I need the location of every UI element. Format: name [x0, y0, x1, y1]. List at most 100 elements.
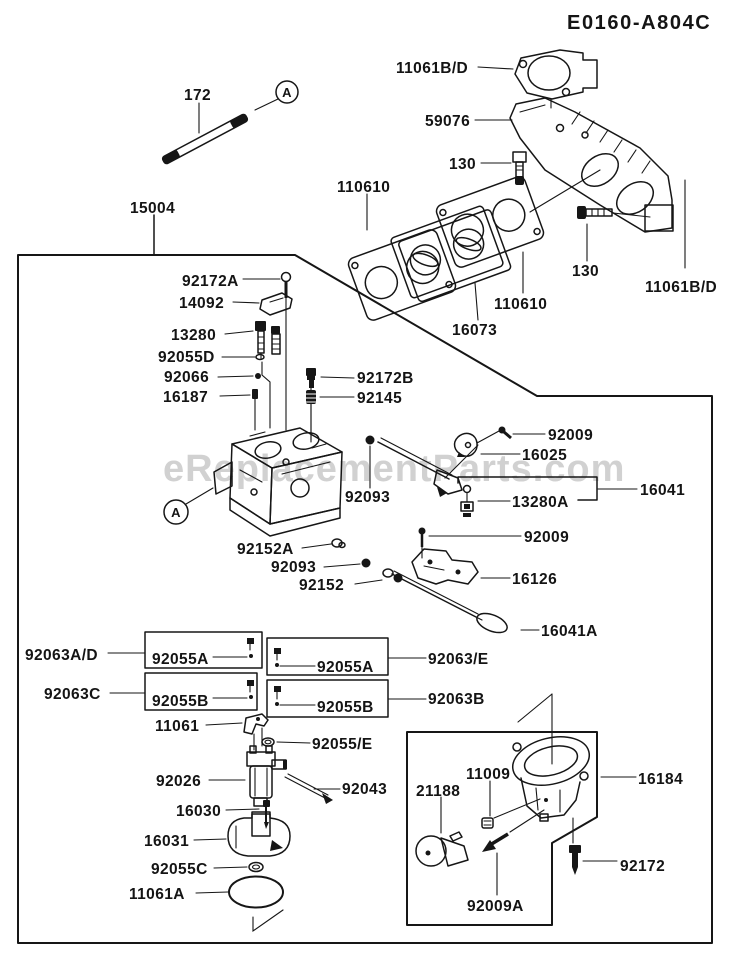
label-11061: 11061 [155, 718, 199, 735]
manifold-59076 [474, 97, 674, 233]
label-59076: 59076 [425, 113, 470, 130]
gasket-11061bd-top [477, 49, 598, 109]
rod-92043 [284, 773, 341, 804]
jet-box-92063b [266, 679, 427, 718]
solenoid-21188 [415, 796, 469, 867]
label-110610-mid: 110610 [494, 296, 547, 313]
label-92093-b: 92093 [271, 559, 316, 576]
watermark: eReplacementParts.com [163, 448, 625, 490]
label-92063ad: 92063A/D [25, 647, 98, 664]
label-92172b: 92172B [357, 370, 414, 387]
label-92009-b: 92009 [524, 529, 569, 546]
label-92055b-2: 92055B [317, 699, 374, 716]
label-13280: 13280 [171, 327, 216, 344]
label-92063e: 92063/E [428, 651, 489, 668]
assembly-line-gasket-manifold [529, 169, 601, 213]
label-92055a-1: 92055A [152, 651, 209, 668]
label-92093-a: 92093 [345, 489, 390, 506]
label-16187: 16187 [163, 389, 208, 406]
label-172: 172 [184, 87, 211, 104]
label-15004: 15004 [130, 200, 175, 217]
rod-92093-group [365, 435, 479, 497]
rod-16041a [391, 570, 540, 634]
leader-16073 [474, 282, 479, 321]
label-130-right: 130 [572, 263, 599, 280]
page-title: E0160-A804C [567, 12, 711, 34]
label-130-top: 130 [449, 156, 476, 173]
label-16025: 16025 [522, 447, 567, 464]
ref-marker-a-mid: A [163, 487, 214, 525]
spring-top [271, 326, 281, 355]
label-21188: 21188 [416, 783, 460, 800]
label-92009-top: 92009 [548, 427, 593, 444]
float-bowl-16184 [512, 736, 637, 844]
label-92152a: 92152A [237, 541, 294, 558]
bolt-130-top [480, 151, 527, 185]
label-11061a: 11061A [129, 886, 185, 903]
gasket-11061a [195, 875, 284, 933]
label-16030: 16030 [176, 803, 221, 820]
label-92145: 92145 [357, 390, 402, 407]
label-92066: 92066 [164, 369, 209, 386]
label-110610-left: 110610 [337, 179, 390, 196]
label-92055b-1: 92055B [152, 693, 209, 710]
label-92026: 92026 [156, 773, 201, 790]
label-16031: 16031 [144, 833, 189, 850]
label-13280a: 13280A [512, 494, 569, 511]
needle-16187 [219, 389, 258, 431]
link-13280a [460, 484, 511, 517]
label-11061bd-right: 11061B/D [645, 279, 717, 296]
bracket-16126 [411, 548, 511, 585]
label-11009: 11009 [466, 766, 510, 783]
label-92172a: 92172A [182, 273, 239, 290]
nut-11009 [481, 780, 541, 829]
bowl-pointer-lines [517, 693, 553, 765]
label-16041: 16041 [640, 482, 685, 499]
spring-92145 [306, 390, 355, 443]
label-92172: 92172 [620, 858, 665, 875]
throttle-body-16073 [390, 205, 512, 303]
label-16073: 16073 [452, 322, 497, 339]
screw-92009-b [418, 527, 522, 559]
label-92152: 92152 [299, 577, 344, 594]
screw-92172a [242, 271, 292, 431]
ball-92093-b [323, 558, 371, 568]
bolt-92172 [569, 845, 618, 875]
bolt-130-right [577, 206, 651, 262]
ring-92055e [261, 737, 311, 747]
label-92055a-2: 92055A [317, 659, 374, 676]
jet-box-92063c [109, 672, 258, 711]
stud-172 [161, 98, 279, 165]
label-14092: 14092 [179, 295, 224, 312]
oring-92055c [213, 861, 264, 873]
label-11061bd-top: 11061B/D [396, 60, 468, 77]
screw-92009-top [476, 426, 546, 444]
gasket-110610-right [435, 176, 545, 268]
jet-box-92063e [266, 637, 427, 676]
ref-marker-a-top-label: A [282, 85, 292, 100]
assembly-outline-box [17, 254, 713, 944]
screw-92009a [482, 809, 545, 896]
washer-92055d [221, 353, 271, 429]
float-16031 [193, 811, 291, 857]
label-92055c: 92055C [151, 861, 208, 878]
clamp-11061 [205, 713, 269, 751]
ball-92066 [217, 373, 261, 379]
label-92063c: 92063C [44, 686, 101, 703]
label-16041a: 16041A [541, 623, 598, 640]
float-bowl-box [406, 731, 598, 926]
carburetor-body [213, 427, 343, 537]
ref-marker-a-top: A [275, 80, 299, 104]
label-92055d: 92055D [158, 349, 215, 366]
choke-lever-14092 [232, 292, 293, 316]
label-16126: 16126 [512, 571, 557, 588]
lever-16025 [453, 432, 521, 457]
bracket-16041 [457, 476, 638, 501]
screw-13280 [224, 321, 266, 360]
label-16184: 16184 [638, 771, 683, 788]
label-92043: 92043 [342, 781, 387, 798]
ref-marker-a-mid-label: A [171, 505, 181, 520]
label-92009a: 92009A [467, 898, 524, 915]
